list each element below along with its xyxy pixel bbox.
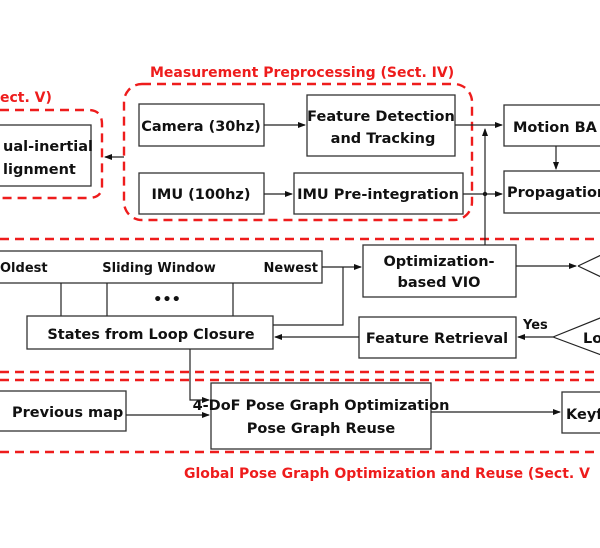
sliding-window-oldest: Oldest [0,261,48,276]
pose-graph-line2: Pose Graph Reuse [247,421,396,437]
feature-retrieval-label: Feature Retrieval [366,331,508,347]
camera-label: Camera (30hz) [141,119,261,135]
feature-detection-line2: and Tracking [331,131,436,147]
motion-ba-box: Motion BA [503,104,600,147]
loop-detection-diamond [552,317,600,356]
sliding-window-title: Sliding Window [102,261,215,276]
feature-retrieval-box: Feature Retrieval [358,316,517,359]
pose-graph-line1: 4-DoF Pose Graph Optimization [193,398,450,414]
imu-preintegration-box: IMU Pre-integration [293,172,464,215]
previous-map-label: Previous map [12,405,123,421]
sliding-window-newest: Newest [264,261,318,276]
states-loop-closure-box: States from Loop Closure [26,315,274,350]
imu-preintegration-label: IMU Pre-integration [297,187,459,203]
initialization-region [0,108,104,200]
propagation-label: Propagation [507,185,600,201]
imu-box: IMU (100hz) [138,172,265,215]
optimization-vio-box: Optimization- based VIO [362,244,517,298]
arrow-states-posegraph [189,349,210,403]
keyframe-box: Keyf [561,391,600,434]
keyframe-label: Keyf [566,407,600,423]
optimization-vio-line1: Optimization- [383,254,494,270]
vi-alignment-line1: ual-inertial [3,139,93,155]
preprocessing-region [122,82,474,222]
optimization-vio-line2: based VIO [398,275,481,291]
yes-label: Yes [522,318,548,333]
decision-diamond-top [577,254,600,278]
feature-detection-line1: Feature Detection [307,109,455,125]
states-loop-closure-label: States from Loop Closure [47,327,254,343]
visual-inertial-alignment-box: ual-inertial lignment [0,124,93,187]
feature-detection-box: Feature Detection and Tracking [306,94,456,157]
section-title-preprocessing: Measurement Preprocessing (Sect. IV) [150,65,454,81]
previous-map-box: Previous map [0,390,127,432]
loop-detection-label: Lo [583,331,600,347]
camera-box: Camera (30hz) [138,103,265,147]
section-title-initialization: ect. V) [0,90,52,106]
sliding-window: Oldest Sliding Window Newest ••• [0,250,323,316]
vi-alignment-line2: lignment [3,162,76,178]
sliding-window-ellipsis: ••• [153,292,181,308]
pose-graph-box: 4-DoF Pose Graph Optimization Pose Graph… [193,382,450,450]
imu-label: IMU (100hz) [152,187,251,203]
propagation-box: Propagation [503,170,600,214]
line-loop-to-window [273,267,344,326]
motion-ba-label: Motion BA [513,120,598,136]
connectors [104,122,577,418]
section-title-global: Global Pose Graph Optimization and Reuse… [184,466,590,482]
